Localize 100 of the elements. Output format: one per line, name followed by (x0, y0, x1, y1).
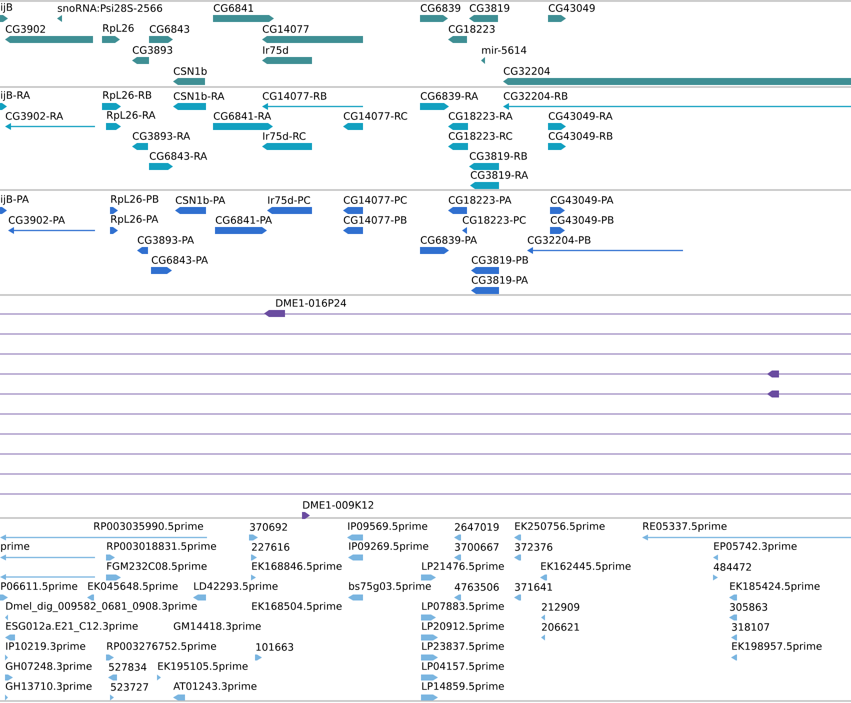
feature-label: GH13710.3prime (6, 682, 92, 692)
feature-label: CG3819 (470, 4, 510, 12)
feature-label: CG6841-RA (214, 112, 272, 120)
feature-label: EK185424.5prime (730, 582, 820, 592)
feature-label: 4763506 (454, 583, 499, 591)
feature-label: LP14859.5prime (422, 682, 504, 692)
feature-label: CG3819-PA (472, 276, 528, 284)
feature-label: 101663 (256, 643, 294, 651)
feature-label: CG6841-PA (216, 216, 272, 224)
feature-label: CG18223-RA (448, 112, 513, 120)
feature-label: EK250756.5prime (515, 522, 605, 532)
feature-label: CG14077 (262, 25, 309, 33)
feature-label: CG6839-RA (420, 92, 478, 100)
feature-label: CG32204 (504, 67, 550, 75)
feature-label: EK168504.5prime (252, 602, 342, 612)
feature-label: 305863 (730, 603, 768, 611)
feature-label: IP09569.5prime (348, 522, 428, 532)
feature-label: 2647019 (455, 523, 499, 531)
feature-label: CG14077-RC (344, 112, 408, 120)
feature-label: 227616 (252, 543, 290, 551)
feature-label: CG6843 (150, 25, 190, 33)
feature-label: 372376 (515, 543, 552, 551)
feature-label: 370692 (250, 523, 287, 531)
feature-label: EK168846.5prime (252, 562, 342, 572)
feature-label: 206621 (542, 623, 579, 631)
feature-label: CG3819-RB (470, 152, 527, 160)
feature-label: CG43049-PB (550, 216, 614, 224)
feature-label: RP003018831.5prime (107, 542, 216, 552)
feature-label: CG3893-PA (138, 236, 194, 244)
feature-label: EK195105.5prime (158, 662, 248, 672)
feature-label: 527834 (109, 663, 146, 671)
feature-label: snoRNA:Psi28S-2566 (58, 4, 162, 12)
feature-label: RE05337.5prime (643, 522, 727, 532)
feature-label: RpL26-RB (103, 91, 152, 101)
feature-label: EK162445.5prime (541, 562, 631, 572)
feature-label: LD42293.5prime (194, 582, 278, 592)
feature-label: LP20912.5prime (422, 622, 504, 632)
feature-label: ijB-PA (1, 195, 29, 205)
feature-label: RP003035990.5prime (94, 522, 204, 532)
feature-label: CSN1b (174, 67, 207, 75)
feature-label: prime (1, 542, 30, 552)
feature-label: Dmel_dig_009582_0681_0908.3prime (6, 602, 197, 612)
feature-label: RP003276752.5prime (107, 642, 216, 652)
feature-label: CG6839 (420, 4, 460, 12)
feature-label: LP23837.5prime (422, 642, 504, 652)
feature-label: CG14077-PB (344, 216, 406, 224)
feature-label: CG3902-PA (8, 216, 65, 224)
feature-label: CG3893-RA (132, 132, 190, 140)
feature-label: CG3902-RA (6, 112, 64, 120)
feature-label: RpL26-PA (111, 215, 158, 225)
feature-label: bs75g03.5prime (349, 582, 431, 592)
feature-label: LP04157.5prime (422, 662, 504, 672)
feature-label: CG43049-RA (548, 112, 613, 120)
feature-label: CG3819-PB (472, 256, 528, 264)
feature-label: 318107 (732, 623, 770, 631)
feature-label: 3700667 (455, 543, 499, 551)
feature-label: CG32204-PB (528, 236, 590, 244)
feature-label: CSN1b-RA (174, 92, 224, 100)
feature-label: ESG012a.E21_C12.3prime (6, 622, 138, 632)
feature-label: EK045648.5prime (88, 582, 178, 592)
feature-label: EK198957.5prime (732, 642, 822, 652)
feature-label: FGM232C08.5prime (107, 562, 207, 572)
feature-label: 484472 (714, 563, 751, 571)
feature-label: CG18223-PC (462, 216, 526, 224)
feature-label: Ir75d-RC (263, 132, 306, 140)
feature-label: CG43049-RB (548, 132, 612, 140)
feature-label: CG3893 (132, 46, 172, 54)
feature-label: RpL26-RA (107, 111, 156, 121)
feature-label: IP09269.5prime (349, 542, 428, 552)
feature-label: AT01243.3prime (173, 682, 256, 692)
feature-label: CG6841 (214, 4, 254, 12)
feature-label: CG6839-PA (420, 236, 477, 244)
feature-label: ijB (1, 3, 12, 13)
feature-label: Ir75d-PC (268, 196, 310, 204)
feature-label: DME1-009K12 (303, 501, 374, 509)
feature-label: GM14418.3prime (174, 622, 261, 632)
feature-label: CG14077-PC (344, 196, 407, 204)
feature-label: CG14077-RB (262, 92, 326, 100)
feature-label: CG18223-PA (448, 196, 512, 204)
feature-label: EP05742.3prime (714, 542, 797, 552)
feature-label: ijB-RA (1, 91, 30, 101)
feature-label: 523727 (111, 683, 148, 691)
feature-label: P06611.5prime (1, 582, 78, 592)
feature-label: RpL26 (103, 24, 134, 34)
feature-label: LP21476.5prime (422, 562, 504, 572)
feature-label: CG43049 (548, 4, 595, 12)
feature-label: CSN1b-PA (176, 196, 226, 204)
feature-label: IP10219.3prime (6, 642, 86, 652)
feature-label: CG32204-RB (504, 92, 568, 100)
feature-label: RpL26-PB (111, 195, 158, 205)
feature-label: CG6843-RA (150, 152, 208, 160)
feature-label: LP07883.5prime (422, 602, 504, 612)
feature-label: CG43049-PA (550, 196, 614, 204)
feature-label: GH07248.3prime (6, 662, 92, 672)
feature-label: CG18223-RC (448, 132, 512, 140)
feature-label: CG18223 (448, 25, 495, 33)
feature-label: DME1-016P24 (276, 299, 346, 307)
feature-label: CG3902 (6, 25, 45, 33)
feature-label: mir-5614 (482, 46, 526, 54)
feature-label: Ir75d (263, 46, 288, 54)
